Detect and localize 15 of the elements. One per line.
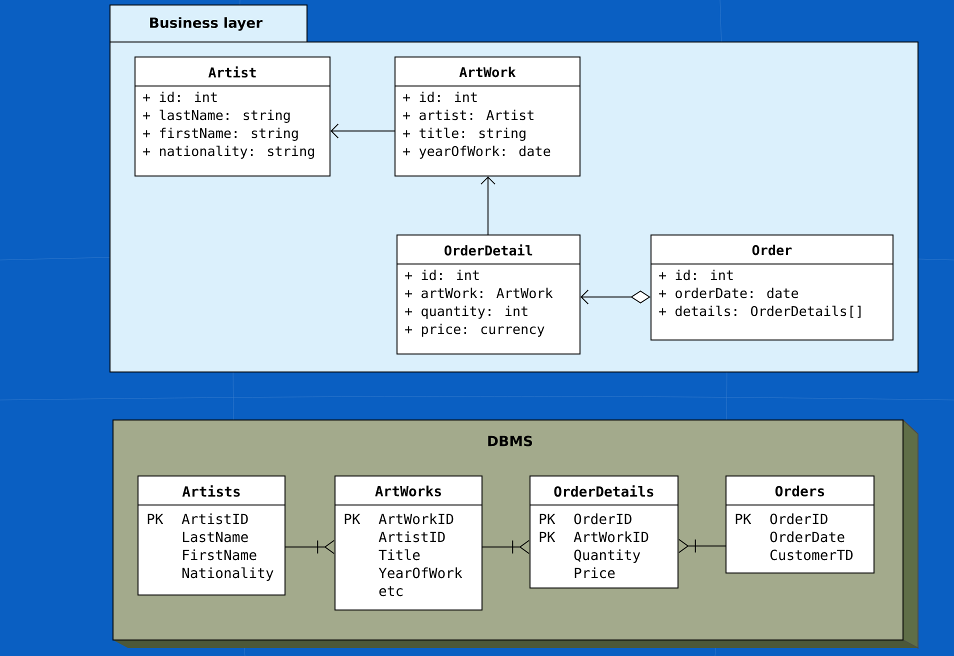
- table-box: OrderDetails PK OrderID PK ArtWorkID Quantity Price: [530, 476, 678, 588]
- class-box: OrderDetail + id: int + artWork: ArtWork + quantity: int + price: currency: [396, 234, 580, 354]
- class-box: ArtWork + id: int + artist: Artist + title: string + yearOfWork: date: [394, 56, 580, 176]
- er-relationship-line: [285, 540, 334, 554]
- class-box: Artist + id: int + lastName: string + firstName: string + nationality: string: [134, 56, 330, 176]
- table-box: Orders PK OrderID OrderDate CustomerTD: [726, 476, 874, 574]
- table-box: Artists PK ArtistID LastName FirstName Nationality: [138, 476, 286, 596]
- association-arrow: [330, 124, 395, 138]
- er-relationship-line: [678, 539, 726, 553]
- association-arrow: [480, 176, 496, 235]
- er-relationship-line: [482, 540, 530, 554]
- class-box: Order + id: int + orderDate: date + details: OrderDetails[]: [650, 234, 894, 340]
- table-box: ArtWorks PK ArtWorkID ArtistID Title YearOfWork etc: [334, 476, 482, 610]
- association-arrow: [580, 290, 650, 304]
- node-label: Business layer: [150, 17, 262, 31]
